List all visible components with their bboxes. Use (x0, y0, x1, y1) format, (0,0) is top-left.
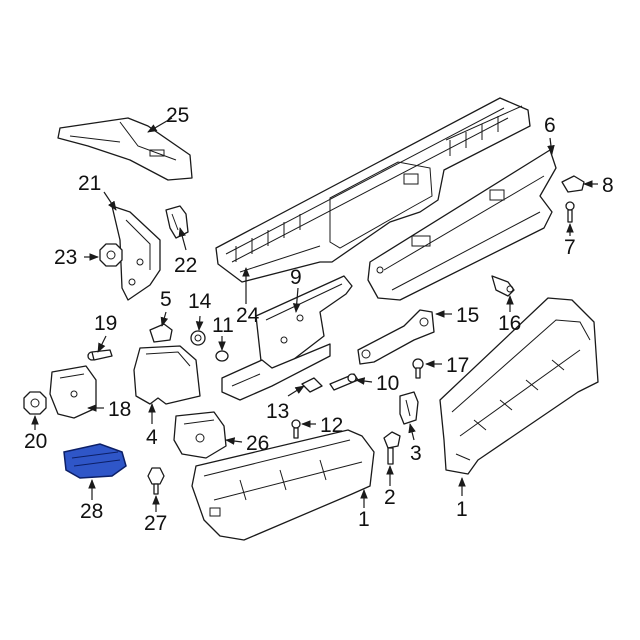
part-19-pin[interactable] (87, 349, 113, 361)
callout-24: 24 (236, 304, 260, 327)
callout-2: 2 (384, 486, 396, 509)
callout-20: 20 (24, 430, 47, 453)
callout-6: 6 (544, 114, 556, 137)
callout-14: 14 (188, 290, 212, 313)
part-2-bolt[interactable] (383, 431, 401, 465)
callout-13: 13 (266, 400, 289, 423)
part-18-bracket[interactable] (49, 365, 97, 419)
leader-lines (31, 117, 598, 512)
callout-8: 8 (602, 174, 614, 197)
callout-4: 4 (146, 426, 158, 449)
part-8-clip[interactable] (561, 175, 585, 193)
part-22-clip[interactable] (165, 205, 189, 239)
callout-10: 10 (376, 372, 399, 395)
part-9-arm[interactable] (221, 343, 331, 401)
callout-11: 11 (212, 314, 234, 337)
part-24-bumper[interactable] (215, 97, 531, 283)
callout-19: 19 (94, 312, 117, 335)
part-1-left-step[interactable] (191, 429, 375, 541)
callout-1-left: 1 (358, 508, 370, 531)
callout-22: 22 (174, 254, 197, 277)
callout-28: 28 (80, 500, 103, 523)
callout-3: 3 (410, 442, 422, 465)
callout-9: 9 (290, 266, 302, 289)
callout-7: 7 (564, 236, 576, 259)
part-14-grommet[interactable] (190, 330, 206, 346)
part-13-clip[interactable] (301, 377, 323, 393)
part-26-bracket[interactable] (173, 411, 227, 459)
part-1-right-step[interactable] (439, 297, 599, 475)
part-25-bracket[interactable] (57, 117, 193, 181)
callout-5: 5 (160, 288, 172, 311)
step-pad-highlight (63, 443, 127, 479)
callout-21: 21 (78, 172, 101, 195)
callout-1-right: 1 (456, 498, 468, 521)
callout-25: 25 (166, 104, 189, 127)
part-11-washer[interactable] (215, 350, 229, 362)
callout-23: 23 (54, 246, 77, 269)
part-12-screw[interactable] (291, 419, 301, 439)
part-27-pin[interactable] (147, 467, 165, 495)
part-16-bolt[interactable] (491, 275, 515, 297)
part-7-bolt[interactable] (565, 201, 575, 223)
callout-18: 18 (108, 398, 131, 421)
part-3-clip[interactable] (399, 391, 419, 425)
callout-12: 12 (320, 414, 343, 437)
part-15-bracket[interactable] (357, 309, 435, 365)
part-4-frame[interactable] (133, 345, 201, 405)
part-10-bolt[interactable] (329, 373, 359, 391)
callout-27: 27 (144, 512, 167, 535)
part-5-clip[interactable] (149, 323, 173, 343)
callout-26: 26 (246, 432, 269, 455)
part-20-nut[interactable] (23, 391, 47, 415)
callout-17: 17 (446, 354, 469, 377)
part-6-reinforcement[interactable] (367, 149, 557, 301)
part-23-nut[interactable] (99, 243, 123, 267)
part-28-step-pad[interactable] (63, 443, 127, 479)
callout-15: 15 (456, 304, 479, 327)
callout-16: 16 (498, 312, 521, 335)
part-17-clip[interactable] (412, 358, 424, 379)
callout-labels: 25 21 22 23 24 6 8 7 16 9 15 17 10 13 12… (24, 104, 614, 535)
